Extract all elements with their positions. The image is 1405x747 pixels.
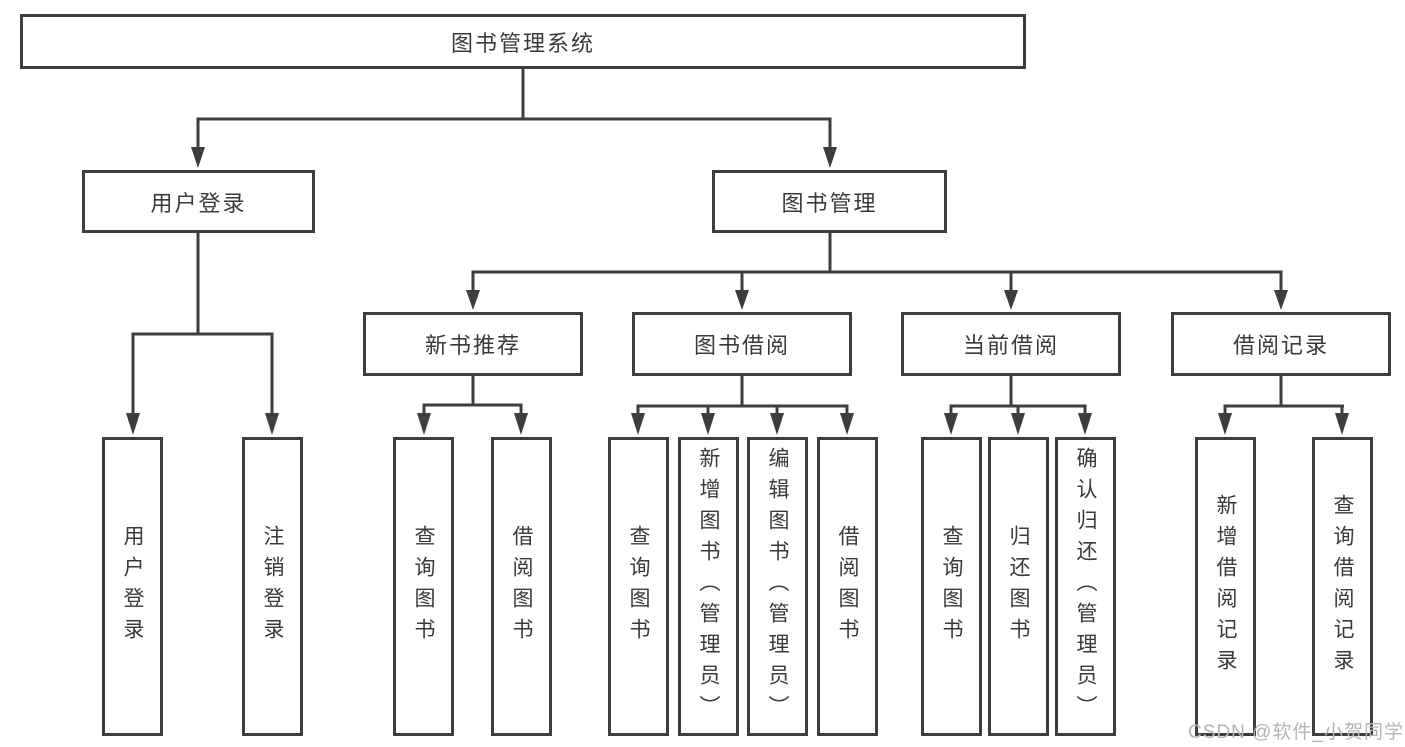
leaf-label: 查询图书 (412, 524, 435, 649)
edges-user-login (131, 233, 274, 416)
arrowheads-level3 (466, 290, 1288, 310)
node-new-book-recommend: 新书推荐 (363, 312, 583, 376)
leaf-label: 查询借阅记录 (1331, 493, 1354, 680)
node-leaf-return-books: 归还图书 (988, 437, 1049, 736)
node-leaf-add-books-admin: 新增图书（管理员） (678, 437, 739, 736)
node-library-management-system: 图书管理系统 (20, 14, 1026, 69)
node-leaf-borrow-books: 借阅图书 (491, 437, 552, 736)
edges-root-to-level2 (196, 69, 832, 150)
node-leaf-query-books: 查询图书 (393, 437, 454, 736)
node-leaf-query-borrow-record: 查询借阅记录 (1312, 437, 1373, 736)
leaf-label: 用户登录 (121, 524, 144, 649)
edges-book-borrow (636, 376, 849, 416)
node-borrowing-records: 借阅记录 (1171, 312, 1391, 376)
csdn-watermark: CSDN @软件_小贺同学 (1188, 722, 1404, 743)
node-user-login: 用户登录 (82, 170, 315, 233)
leaf-label: 借阅图书 (510, 524, 533, 649)
node-leaf-query-books: 查询图书 (608, 437, 669, 736)
arrowheads-level4 (126, 413, 1349, 435)
node-leaf-query-books: 查询图书 (921, 437, 982, 736)
leaf-label: 查询图书 (940, 524, 963, 649)
node-leaf-edit-books-admin: 编辑图书（管理员） (747, 437, 808, 736)
node-leaf-add-borrow-record: 新增借阅记录 (1195, 437, 1256, 736)
leaf-label: 确认归还（管理员） (1074, 447, 1097, 726)
leaf-label: 归还图书 (1007, 524, 1030, 649)
leaf-label: 借阅图书 (836, 524, 859, 649)
node-leaf-logout: 注销登录 (242, 437, 303, 736)
node-book-borrowing: 图书借阅 (632, 312, 852, 376)
node-book-management: 图书管理 (712, 170, 947, 233)
node-leaf-borrow-books: 借阅图书 (817, 437, 878, 736)
leaf-label: 新增借阅记录 (1214, 493, 1237, 680)
leaf-label: 新增图书（管理员） (697, 447, 720, 726)
leaf-label: 查询图书 (627, 524, 650, 649)
leaf-label: 编辑图书（管理员） (766, 447, 789, 726)
edges-current-borrow (949, 376, 1087, 416)
node-current-borrowing: 当前借阅 (901, 312, 1121, 376)
arrowheads-level2 (191, 147, 837, 168)
node-leaf-user-login: 用户登录 (102, 437, 163, 736)
leaf-label: 注销登录 (261, 524, 284, 649)
node-leaf-confirm-return-admin: 确认归还（管理员） (1055, 437, 1116, 736)
edges-book-mgmt (471, 233, 1283, 292)
edges-new-book-rec (422, 376, 523, 416)
edges-borrow-records (1223, 376, 1344, 416)
